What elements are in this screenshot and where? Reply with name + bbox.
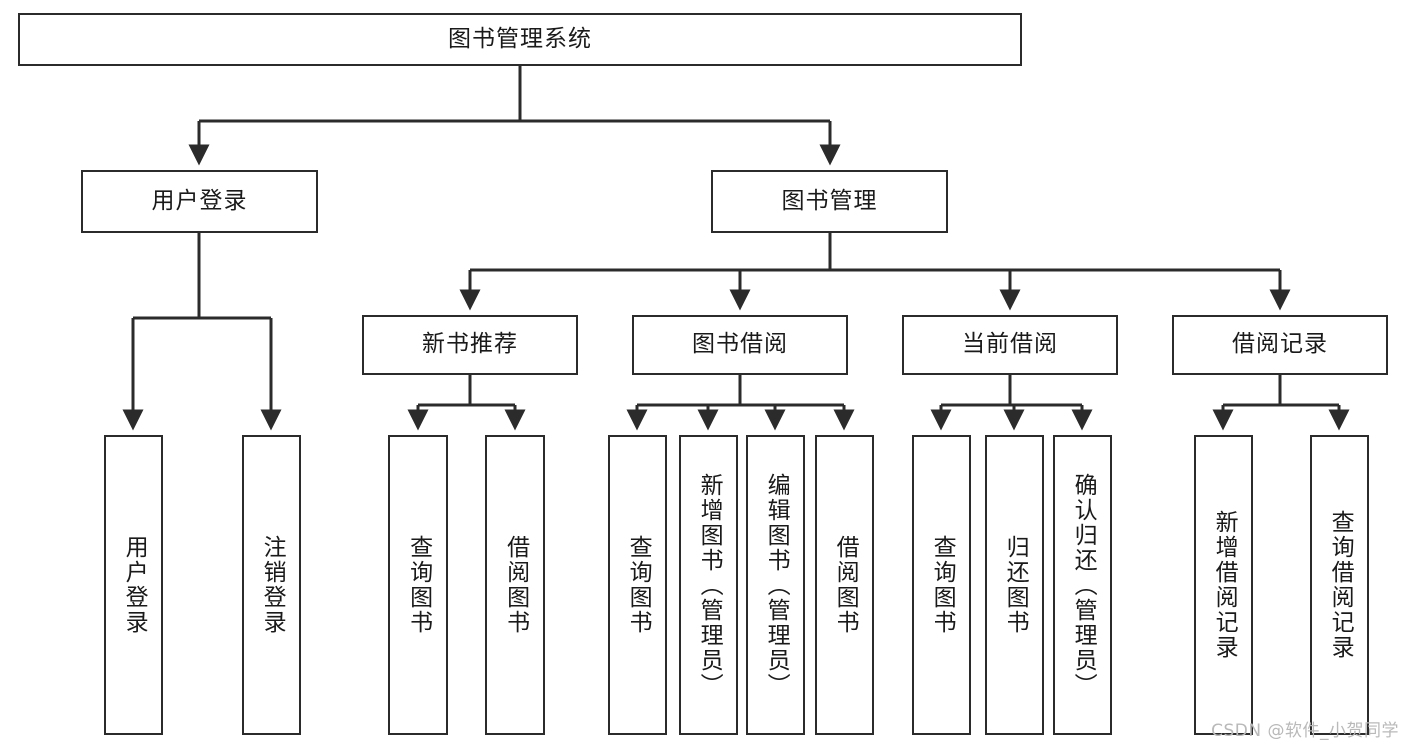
node-label: 图书管理系统 (448, 25, 592, 52)
node-current-borrow[interactable]: 当前借阅 (902, 315, 1118, 375)
node-user-login[interactable]: 用户登录 (81, 170, 318, 233)
node-label: 确认归还（管理员） (1070, 472, 1097, 698)
node-label: 查询图书 (405, 535, 432, 635)
node-label: 查询图书 (929, 535, 956, 635)
node-label: 查询借阅记录 (1327, 510, 1354, 660)
node-label: 当前借阅 (962, 331, 1058, 358)
node-label: 新增图书（管理员） (696, 472, 723, 698)
node-label: 新书推荐 (422, 331, 518, 358)
node-label: 图书借阅 (692, 331, 788, 358)
node-label: 新增借阅记录 (1211, 510, 1238, 660)
node-label: 注销登录 (259, 535, 286, 635)
node-label: 借阅图书 (832, 535, 859, 635)
node-label: 图书管理 (781, 187, 878, 214)
node-leaf-add-book-admin[interactable]: 新增图书（管理员） (679, 435, 738, 735)
node-leaf-return-book[interactable]: 归还图书 (985, 435, 1044, 735)
node-leaf-query-book-borrow[interactable]: 查询图书 (608, 435, 667, 735)
node-borrow-records[interactable]: 借阅记录 (1172, 315, 1388, 375)
node-book-borrow[interactable]: 图书借阅 (632, 315, 848, 375)
node-new-book-recommend[interactable]: 新书推荐 (362, 315, 578, 375)
node-root-library-system[interactable]: 图书管理系统 (18, 13, 1022, 66)
watermark-csdn: CSDN @软件_小贺同学 (1211, 721, 1399, 741)
node-label: 用户登录 (151, 187, 248, 214)
node-label: 借阅记录 (1232, 331, 1328, 358)
node-label: 归还图书 (1002, 535, 1029, 635)
node-label: 借阅图书 (502, 535, 529, 635)
node-leaf-query-borrow-record[interactable]: 查询借阅记录 (1310, 435, 1369, 735)
node-leaf-add-borrow-record[interactable]: 新增借阅记录 (1194, 435, 1253, 735)
node-label: 用户登录 (121, 535, 148, 635)
node-leaf-query-book-newbook[interactable]: 查询图书 (388, 435, 448, 735)
node-leaf-user-login[interactable]: 用户登录 (104, 435, 163, 735)
node-label: 编辑图书（管理员） (763, 472, 790, 698)
node-label: 查询图书 (625, 535, 652, 635)
node-book-management[interactable]: 图书管理 (711, 170, 948, 233)
node-leaf-confirm-return-admin[interactable]: 确认归还（管理员） (1053, 435, 1112, 735)
node-leaf-edit-book-admin[interactable]: 编辑图书（管理员） (746, 435, 805, 735)
node-leaf-borrow-book-borrow[interactable]: 借阅图书 (815, 435, 874, 735)
node-leaf-borrow-book-newbook[interactable]: 借阅图书 (485, 435, 545, 735)
node-leaf-logout[interactable]: 注销登录 (242, 435, 301, 735)
node-leaf-query-book-current[interactable]: 查询图书 (912, 435, 971, 735)
